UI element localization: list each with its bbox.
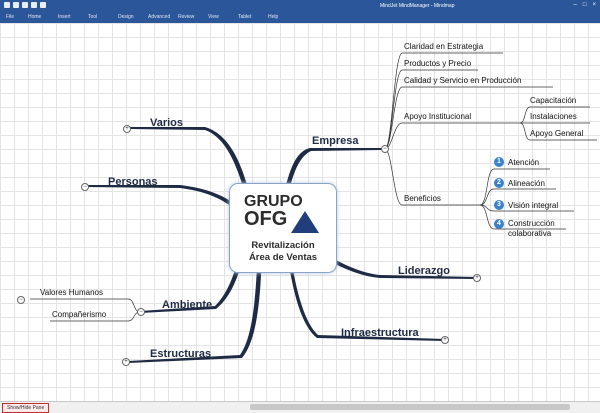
save-icon[interactable] [22, 2, 28, 8]
collapse-personas-icon[interactable]: − [81, 183, 89, 191]
subtopic-claridad[interactable]: Claridad en Estrategia [404, 42, 484, 51]
expand-varios-icon[interactable]: + [123, 125, 131, 133]
topic-ambiente[interactable]: Ambiente [162, 299, 213, 311]
subtopic-companerismo[interactable]: Compañerismo [52, 310, 107, 319]
map-canvas[interactable]: GRUPO OFG Revitalización Área de Ventas … [0, 23, 600, 401]
print-icon[interactable] [31, 2, 37, 8]
collapse-ambiente-icon[interactable]: − [137, 308, 145, 316]
menu-tablet[interactable]: Tablet [238, 14, 252, 20]
menu-bar: File Home Insert Tool Design Advanced Re… [0, 12, 600, 23]
subtopic-instalaciones[interactable]: Instalaciones [530, 112, 577, 121]
quick-access-toolbar [4, 2, 46, 8]
expand-estructuras-icon[interactable]: + [122, 358, 130, 366]
subtopic-valores[interactable]: Valores Humanos [40, 288, 103, 297]
logo-grupo: GRUPO [244, 193, 303, 210]
expand-infraestructura-icon[interactable]: + [441, 336, 449, 344]
subtopic-vision[interactable]: Visión integral [508, 201, 559, 210]
branch-empresa [286, 148, 385, 187]
menu-insert[interactable]: Insert [58, 14, 71, 20]
menu-advanced[interactable]: Advanced [148, 14, 171, 20]
topic-estructuras[interactable]: Estructuras [150, 348, 212, 360]
menu-home[interactable]: Home [28, 14, 42, 20]
window-title: MindJet MindManager - Mindmap [380, 3, 455, 9]
priority-1-icon: 1 [494, 157, 504, 167]
subtopic-capacitacion[interactable]: Capacitación [530, 96, 577, 105]
topic-liderazgo[interactable]: Liderazgo [398, 265, 450, 277]
title-bar: MindJet MindManager - Mindmap – □ × [0, 0, 600, 12]
central-line-2: Área de Ventas [248, 252, 318, 263]
subtopic-construccion-1[interactable]: Construcción [508, 219, 555, 228]
new-icon[interactable] [4, 2, 10, 8]
window-controls: – □ × [574, 2, 596, 8]
topic-empresa[interactable]: Empresa [312, 135, 359, 147]
undo-icon[interactable] [40, 2, 46, 8]
subtopic-apoyo-general[interactable]: Apoyo General [530, 129, 584, 138]
status-bar: Show/Hide Pane [0, 401, 600, 413]
close-icon[interactable]: × [592, 2, 596, 8]
priority-3-icon: 3 [494, 200, 504, 210]
subtopic-apoyo[interactable]: Apoyo Institucional [404, 112, 472, 121]
minimize-icon[interactable]: – [573, 2, 577, 8]
collapse-empresa-icon[interactable]: − [381, 145, 389, 153]
menu-review[interactable]: Review [178, 14, 195, 20]
subtopic-atencion[interactable]: Atención [508, 158, 540, 167]
horizontal-scrollbar[interactable] [250, 404, 570, 410]
menu-tool[interactable]: Tool [88, 14, 98, 20]
menu-file[interactable]: File [6, 14, 15, 20]
subtopic-beneficios[interactable]: Beneficios [404, 194, 441, 203]
menu-view[interactable]: View [208, 14, 219, 20]
subtopic-alineacion[interactable]: Alineación [508, 179, 545, 188]
branch-liderazgo [318, 251, 477, 279]
open-icon[interactable] [13, 2, 19, 8]
subtopic-calidad[interactable]: Calidad y Servicio en Producción [404, 76, 522, 85]
logo-triangle-icon [291, 211, 319, 233]
topic-varios[interactable]: Varios [150, 117, 184, 129]
topic-infraestructura[interactable]: Infraestructura [341, 327, 419, 339]
central-topic[interactable]: GRUPO OFG Revitalización Área de Ventas [229, 183, 337, 273]
subtopic-productos[interactable]: Productos y Precio [404, 59, 472, 68]
priority-4-icon: 4 [494, 219, 504, 229]
menu-help[interactable]: Help [268, 14, 279, 20]
topic-personas[interactable]: Personas [108, 176, 158, 188]
branch-personas [85, 185, 240, 211]
subtopic-construccion-2[interactable]: colaborativa [508, 229, 552, 238]
maximize-icon[interactable]: □ [582, 2, 587, 8]
collapse-ambiente-left-icon[interactable]: − [17, 296, 25, 304]
expand-liderazgo-icon[interactable]: + [473, 274, 481, 282]
central-line-1: Revitalización [251, 240, 315, 251]
logo-ofg: OFG [244, 208, 288, 230]
menu-design[interactable]: Design [118, 14, 134, 20]
priority-2-icon: 2 [494, 178, 504, 188]
